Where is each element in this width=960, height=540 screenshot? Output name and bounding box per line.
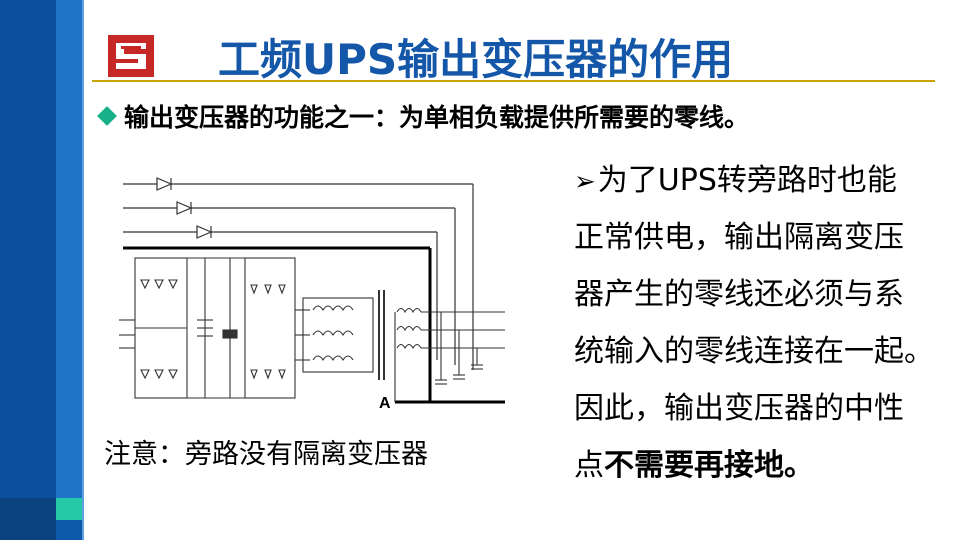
diagram-caption: 注意：旁路没有隔离变压器 — [104, 439, 428, 470]
paragraph-line-5: 因此，输出变压器的中性 — [574, 391, 904, 426]
sidebar-corner-green — [56, 498, 82, 520]
paragraph-line-1: ➢为了UPS转旁路时也能 — [574, 152, 944, 209]
right-paragraph: ➢为了UPS转旁路时也能 正常供电，输出隔离变压 器产生的零线还必须与系 统输入… — [574, 152, 944, 494]
paragraph-text-6: 点 — [574, 448, 604, 483]
paragraph-line-4: 统输入的零线连接在一起。 — [574, 334, 934, 369]
bullet-item: 输出变压器的功能之一：为单相负载提供所需要的零线。 — [94, 98, 749, 134]
diamond-bullet-icon — [97, 106, 117, 126]
title-underline — [92, 80, 935, 82]
paragraph-line-3: 器产生的零线还必须与系 — [574, 277, 904, 312]
emphasis-text: 不需要再接地。 — [604, 448, 814, 483]
sidebar-mid-band — [56, 0, 82, 540]
page-title: 工频UPS输出变压器的作用 — [218, 35, 734, 84]
sidebar-corner-dark — [0, 498, 56, 540]
bullet-text: 输出变压器的功能之一：为单相负载提供所需要的零线。 — [124, 103, 750, 132]
sidebar-divider — [82, 0, 84, 540]
paragraph-text-1: 为了UPS转旁路时也能 — [597, 163, 897, 198]
paragraph-line-6: 点不需要再接地。 — [574, 437, 944, 494]
paragraph-line-2: 正常供电，输出隔离变压 — [574, 220, 904, 255]
sidebar-dark-band — [0, 0, 56, 540]
arrow-right-icon: ➢ — [574, 167, 596, 197]
company-logo — [108, 35, 154, 77]
sidebar-corner-blue — [56, 520, 82, 540]
circuit-diagram: A — [119, 177, 505, 412]
node-a-label: A — [379, 395, 391, 412]
